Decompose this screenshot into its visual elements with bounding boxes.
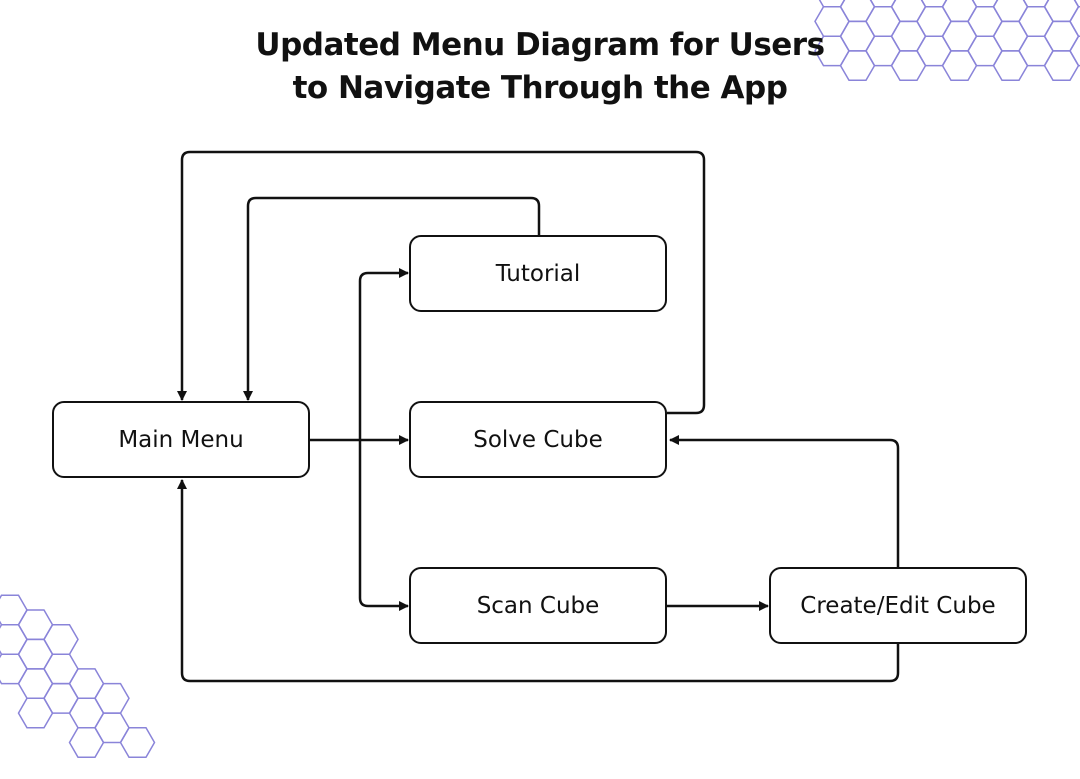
hexagon-shape (119, 727, 156, 758)
node-solve-cube-label: Solve Cube (473, 426, 603, 453)
title-line-2: to Navigate Through the App (292, 70, 788, 106)
edge-tutorial-to-main-menu (243, 196, 541, 401)
edge-main-menu-to-tutorial (358, 268, 409, 440)
title-line-1: Updated Menu Diagram for Users (255, 27, 825, 63)
node-tutorial: Tutorial (409, 235, 667, 312)
hexagon-pattern-bottom-left (0, 594, 156, 758)
node-solve-cube: Solve Cube (409, 401, 667, 478)
diagram-title: Updated Menu Diagram for Users to Naviga… (0, 24, 1080, 110)
hexagon-shape (68, 727, 105, 758)
edge-main-menu-to-scan-cube (358, 440, 409, 611)
hexagon-shape (1069, 5, 1080, 37)
node-scan-cube: Scan Cube (409, 567, 667, 644)
node-create-edit-cube: Create/Edit Cube (769, 567, 1027, 644)
edge-create-edit-to-solve (669, 435, 900, 568)
node-main-menu: Main Menu (52, 401, 310, 478)
hexagon-shape (17, 697, 54, 729)
hexagon-shape (1069, 35, 1080, 67)
node-scan-cube-label: Scan Cube (476, 592, 600, 619)
node-create-edit-cube-label: Create/Edit Cube (800, 592, 996, 619)
node-tutorial-label: Tutorial (495, 260, 581, 287)
edge-create-edit-to-main-menu (177, 479, 900, 683)
node-main-menu-label: Main Menu (118, 426, 244, 453)
edge-solve-cube-to-main-menu (177, 150, 706, 415)
